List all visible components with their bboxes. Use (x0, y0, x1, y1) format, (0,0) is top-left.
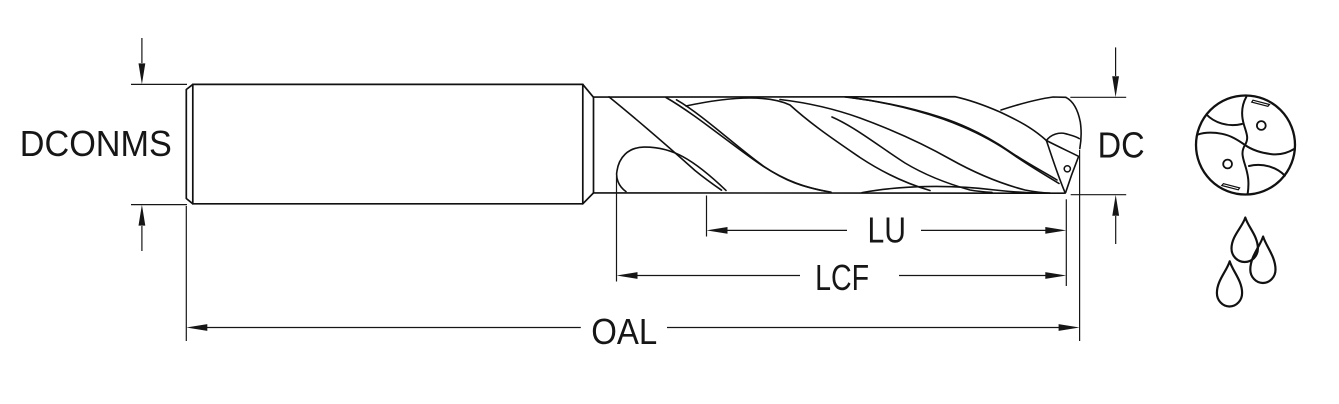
svg-text:LCF: LCF (815, 257, 869, 298)
svg-text:DCONMS: DCONMS (20, 123, 172, 164)
svg-text:OAL: OAL (591, 311, 657, 352)
svg-text:DC: DC (1098, 124, 1145, 165)
svg-text:LU: LU (868, 210, 907, 251)
